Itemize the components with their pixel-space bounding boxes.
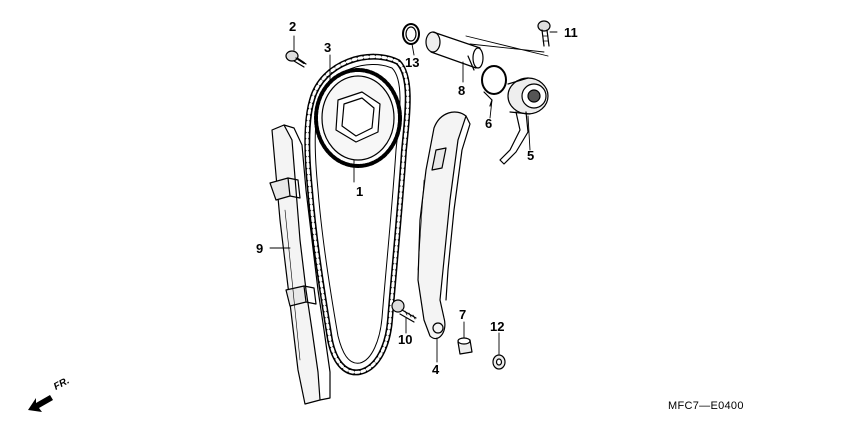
spring-part-6 xyxy=(481,65,507,107)
callout-part-6: 6 xyxy=(485,116,493,131)
callout-part-10: 10 xyxy=(398,332,413,347)
callout-part-7: 7 xyxy=(459,307,467,322)
callout-part-1: 1 xyxy=(356,184,364,199)
bolt-part-11 xyxy=(537,20,551,47)
callout-part-5: 5 xyxy=(527,148,535,163)
cam-chain-part-3 xyxy=(304,53,411,376)
washer-part-12 xyxy=(492,354,506,370)
tensioner-lifter-part-5 xyxy=(499,77,549,165)
chain-guide-part-9 xyxy=(269,124,331,405)
bolt-part-10 xyxy=(391,299,417,323)
bolt-part-2 xyxy=(285,50,307,68)
callout-part-13: 13 xyxy=(405,55,420,70)
callout-part-2: 2 xyxy=(289,19,297,34)
callout-part-9: 9 xyxy=(256,241,264,256)
callout-part-3: 3 xyxy=(324,40,332,55)
tensioner-arm-part-4 xyxy=(417,111,471,340)
front-direction-arrow-icon xyxy=(28,395,53,412)
pivot-shaft-part-8 xyxy=(425,31,484,71)
callout-part-11: 11 xyxy=(564,25,578,40)
diagram-code: MFC7—E0400 xyxy=(668,400,744,412)
collar-part-7 xyxy=(457,337,473,355)
cam-sprocket-part-1 xyxy=(314,68,402,168)
callout-part-8: 8 xyxy=(458,83,466,98)
o-ring-part-13 xyxy=(402,23,420,45)
callout-part-4: 4 xyxy=(432,362,440,377)
callout-part-12: 12 xyxy=(490,319,505,334)
leader-lines xyxy=(269,31,558,363)
